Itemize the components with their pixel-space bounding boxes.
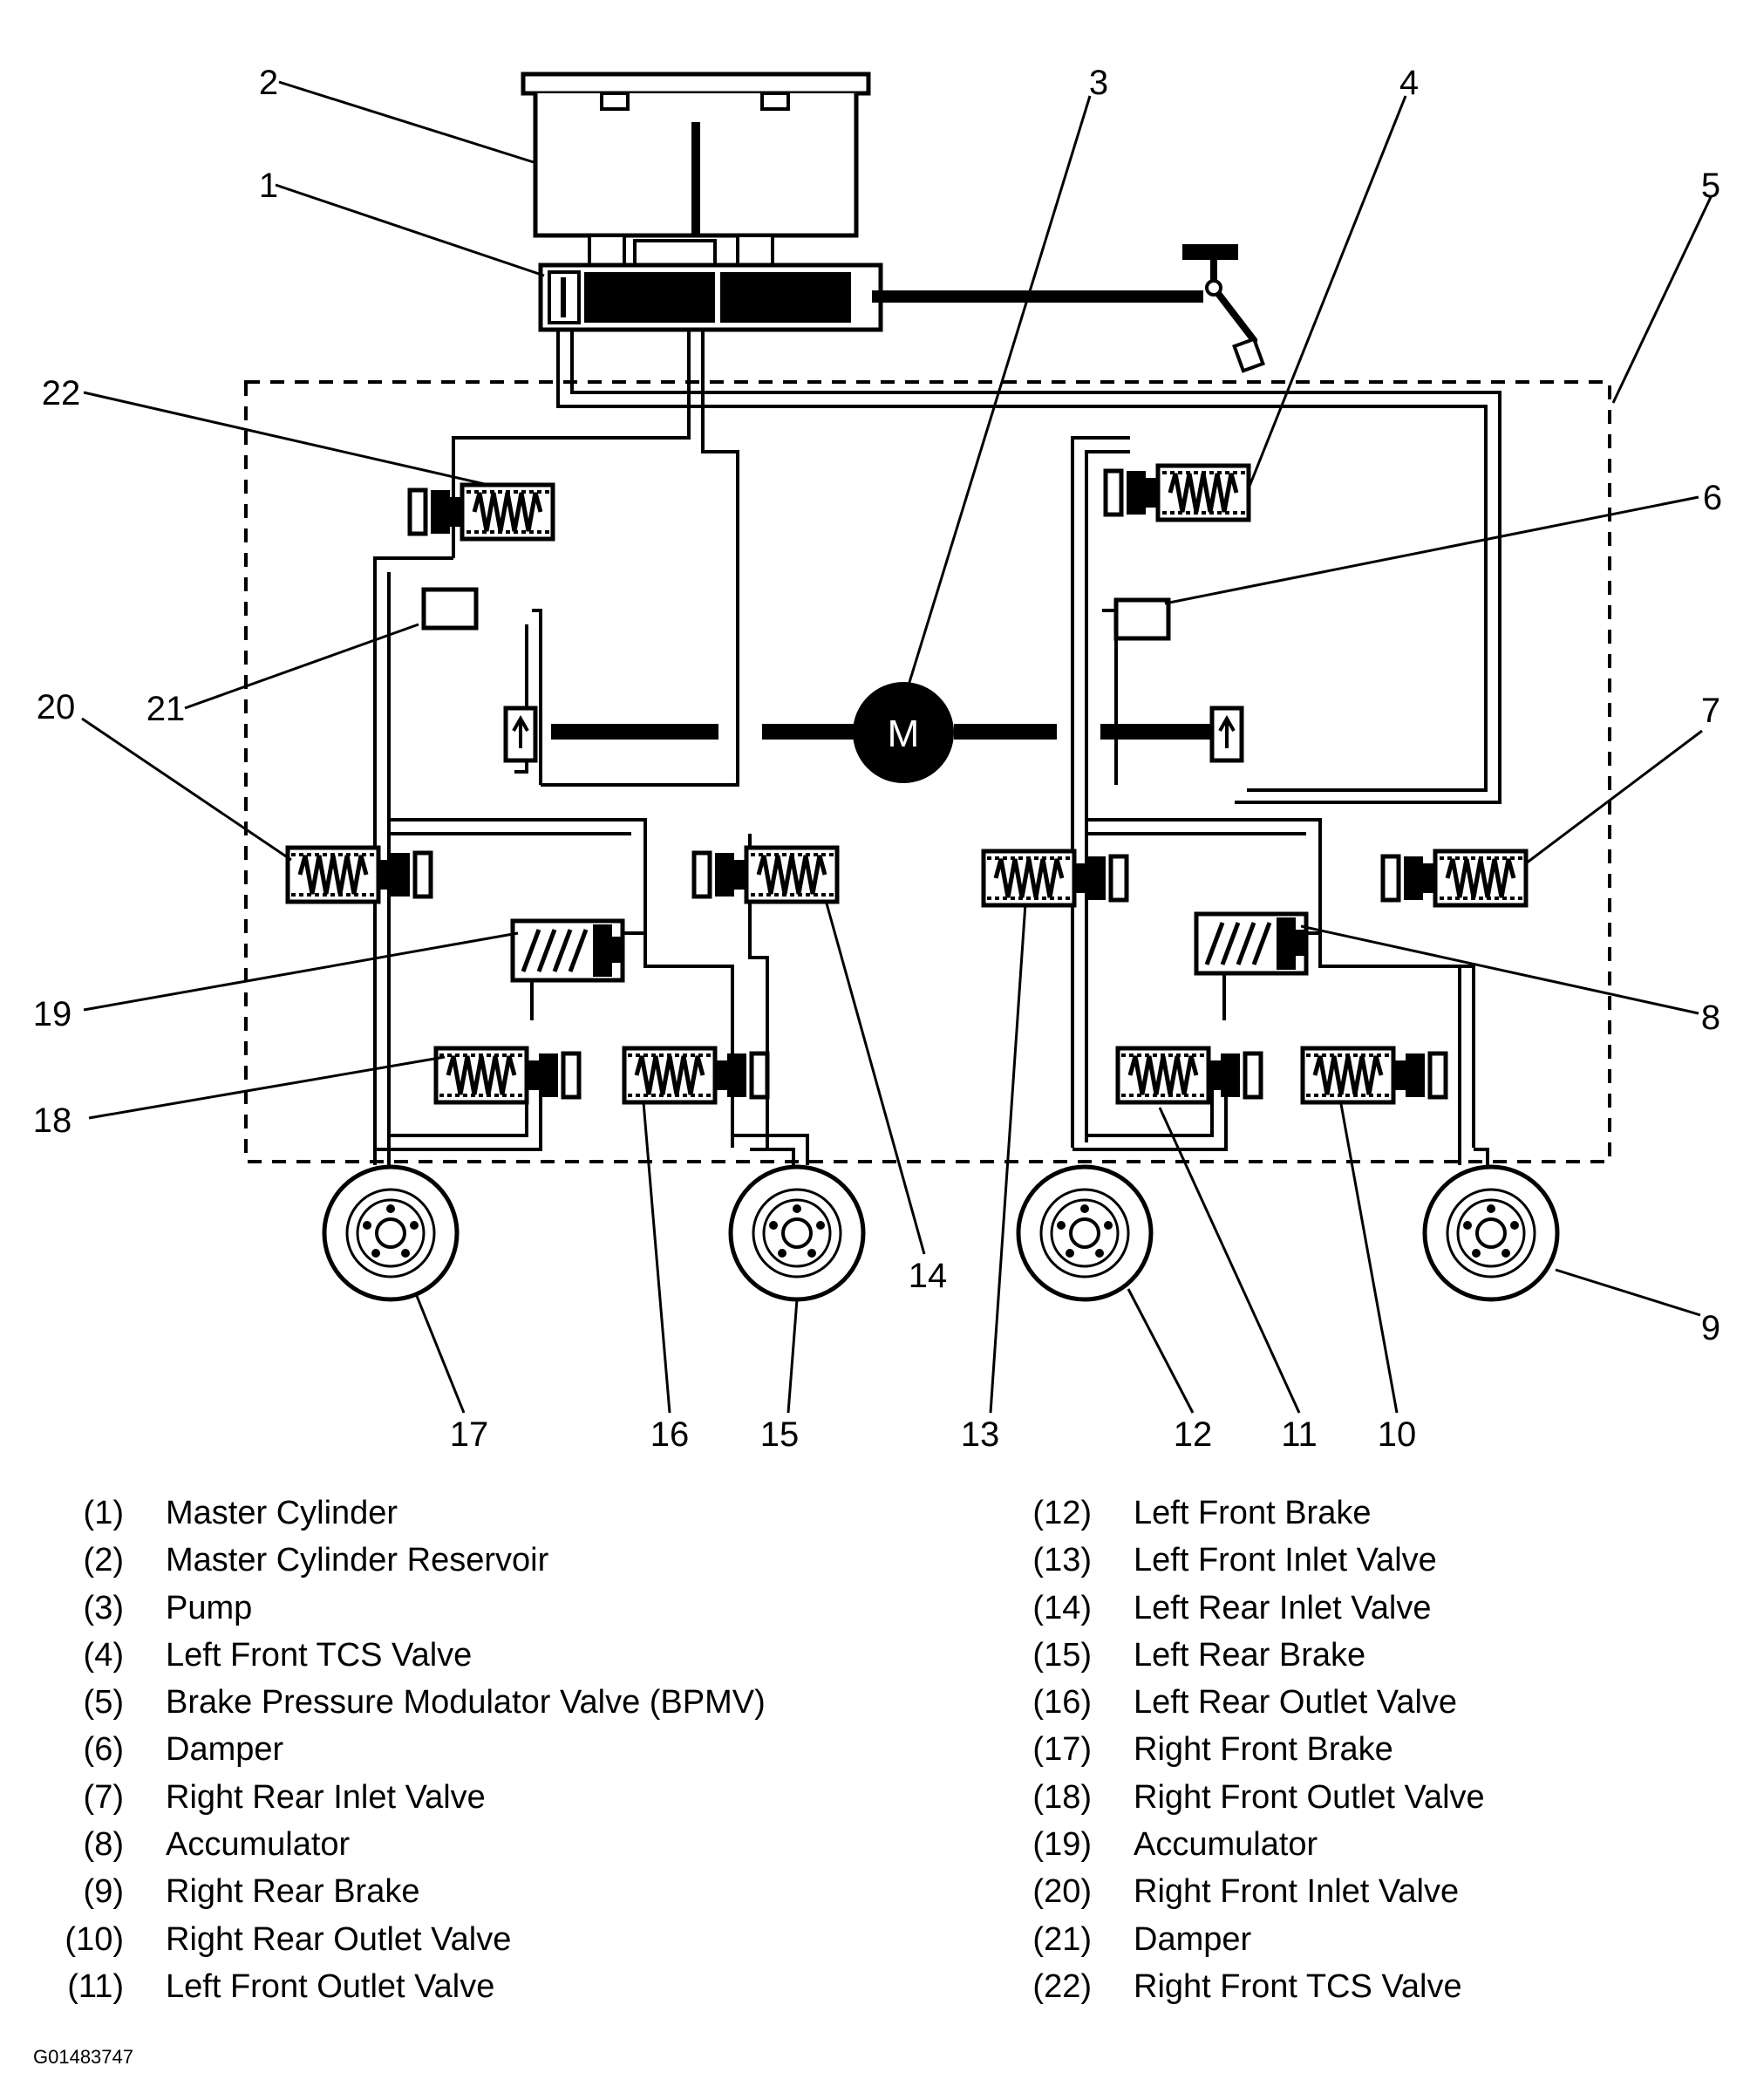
master-cylinder-reservoir <box>521 72 871 267</box>
callout-16: 16 <box>650 1415 690 1454</box>
damper-6 <box>1116 600 1168 638</box>
right-rear-outlet-valve <box>1303 1048 1446 1102</box>
right-rear-brake-wheel <box>1425 1167 1557 1299</box>
callout-15: 15 <box>760 1415 800 1454</box>
left-rear-outlet-valve <box>624 1048 767 1102</box>
callout-6: 6 <box>1703 479 1722 517</box>
pump-motor-label: M <box>888 712 920 755</box>
left-front-tcs-valve <box>1106 466 1249 520</box>
callout-18: 18 <box>33 1101 72 1140</box>
pump-motor: M <box>853 682 954 783</box>
legend-item: (16)Left Rear Outlet Valve <box>1032 1684 1458 1722</box>
legend-item: (2)Master Cylinder Reservoir <box>83 1542 549 1579</box>
legend-item: (21)Damper <box>1032 1920 1252 1958</box>
left-rear-inlet-valve <box>694 848 837 902</box>
right-front-inlet-valve <box>288 848 431 902</box>
callout-19: 19 <box>33 995 72 1033</box>
pump-shaft-right <box>1100 724 1212 740</box>
legend-item: (11)Left Front Outlet Valve <box>67 1967 495 2005</box>
right-front-brake-wheel <box>324 1167 457 1299</box>
legend-item: (7)Right Rear Inlet Valve <box>83 1778 486 1816</box>
legend-item: (17)Right Front Brake <box>1032 1731 1393 1769</box>
callout-9: 9 <box>1701 1309 1720 1347</box>
accumulator-19 <box>513 921 623 980</box>
left-front-brake-wheel <box>1018 1167 1151 1299</box>
callout-22: 22 <box>42 374 81 412</box>
callout-2: 2 <box>259 64 278 102</box>
left-front-inlet-valve <box>984 851 1127 905</box>
legend-item: (1)Master Cylinder <box>83 1495 398 1531</box>
legend-item: (22)Right Front TCS Valve <box>1032 1967 1462 2005</box>
legend-item: (4)Left Front TCS Valve <box>83 1636 473 1674</box>
accumulator-8 <box>1196 914 1306 973</box>
legend-item: (20)Right Front Inlet Valve <box>1032 1873 1460 1911</box>
pump-piston-left <box>506 708 535 760</box>
left-front-outlet-valve <box>1118 1048 1261 1102</box>
brake-hydraulic-diagram: M <box>33 64 1722 1454</box>
figure-id: G01483747 <box>33 2046 133 2068</box>
legend-item: (5)Brake Pressure Modulator Valve (BPMV) <box>83 1684 766 1722</box>
callout-17: 17 <box>450 1415 489 1454</box>
callout-3: 3 <box>1089 64 1108 102</box>
callout-1: 1 <box>259 167 278 205</box>
legend-item: (8)Accumulator <box>83 1826 351 1864</box>
legend-item: (15)Left Rear Brake <box>1032 1636 1366 1674</box>
legend-item: (12)Left Front Brake <box>1032 1495 1372 1531</box>
legend-right-column: (12)Left Front Brake (13)Left Front Inle… <box>1003 1490 1485 2010</box>
right-front-tcs-valve <box>410 485 553 539</box>
callout-7: 7 <box>1701 692 1720 730</box>
legend-item: (6)Damper <box>83 1731 284 1769</box>
callout-13: 13 <box>961 1415 1000 1454</box>
brake-pedal <box>1182 244 1265 373</box>
legend-item: (9)Right Rear Brake <box>83 1873 420 1911</box>
callout-12: 12 <box>1174 1415 1213 1454</box>
master-cylinder <box>538 262 1203 332</box>
legend-item: (14)Left Rear Inlet Valve <box>1032 1589 1432 1626</box>
callout-4: 4 <box>1399 64 1419 102</box>
legend-item: (3)Pump <box>83 1589 253 1626</box>
callout-8: 8 <box>1701 999 1720 1037</box>
callout-10: 10 <box>1378 1415 1417 1454</box>
pump-shaft-center-right <box>954 724 1057 740</box>
callout-14: 14 <box>909 1257 948 1295</box>
damper-21 <box>424 590 476 628</box>
right-front-outlet-valve <box>436 1048 579 1102</box>
callout-11: 11 <box>1281 1415 1318 1454</box>
legend-item: (10)Right Rear Outlet Valve <box>65 1920 512 1958</box>
pump-piston-right <box>1212 708 1242 760</box>
legend-item: (19)Accumulator <box>1032 1826 1318 1864</box>
callout-labels: 2 1 3 4 5 6 7 8 9 10 11 12 13 14 15 16 1… <box>33 64 1722 1454</box>
callout-21: 21 <box>146 690 186 728</box>
legend-left-column: (1)Master Cylinder (2)Master Cylinder Re… <box>35 1490 766 2010</box>
callout-20: 20 <box>37 688 76 726</box>
left-rear-brake-wheel <box>731 1167 863 1299</box>
pump-shaft-center-left <box>762 724 867 740</box>
legend-item: (13)Left Front Inlet Valve <box>1032 1542 1437 1579</box>
leader-lines <box>81 80 1713 1414</box>
pump-shaft-left <box>551 724 718 740</box>
callout-5: 5 <box>1701 167 1720 205</box>
right-rear-inlet-valve <box>1383 851 1526 905</box>
legend-item: (18)Right Front Outlet Valve <box>1032 1778 1485 1816</box>
